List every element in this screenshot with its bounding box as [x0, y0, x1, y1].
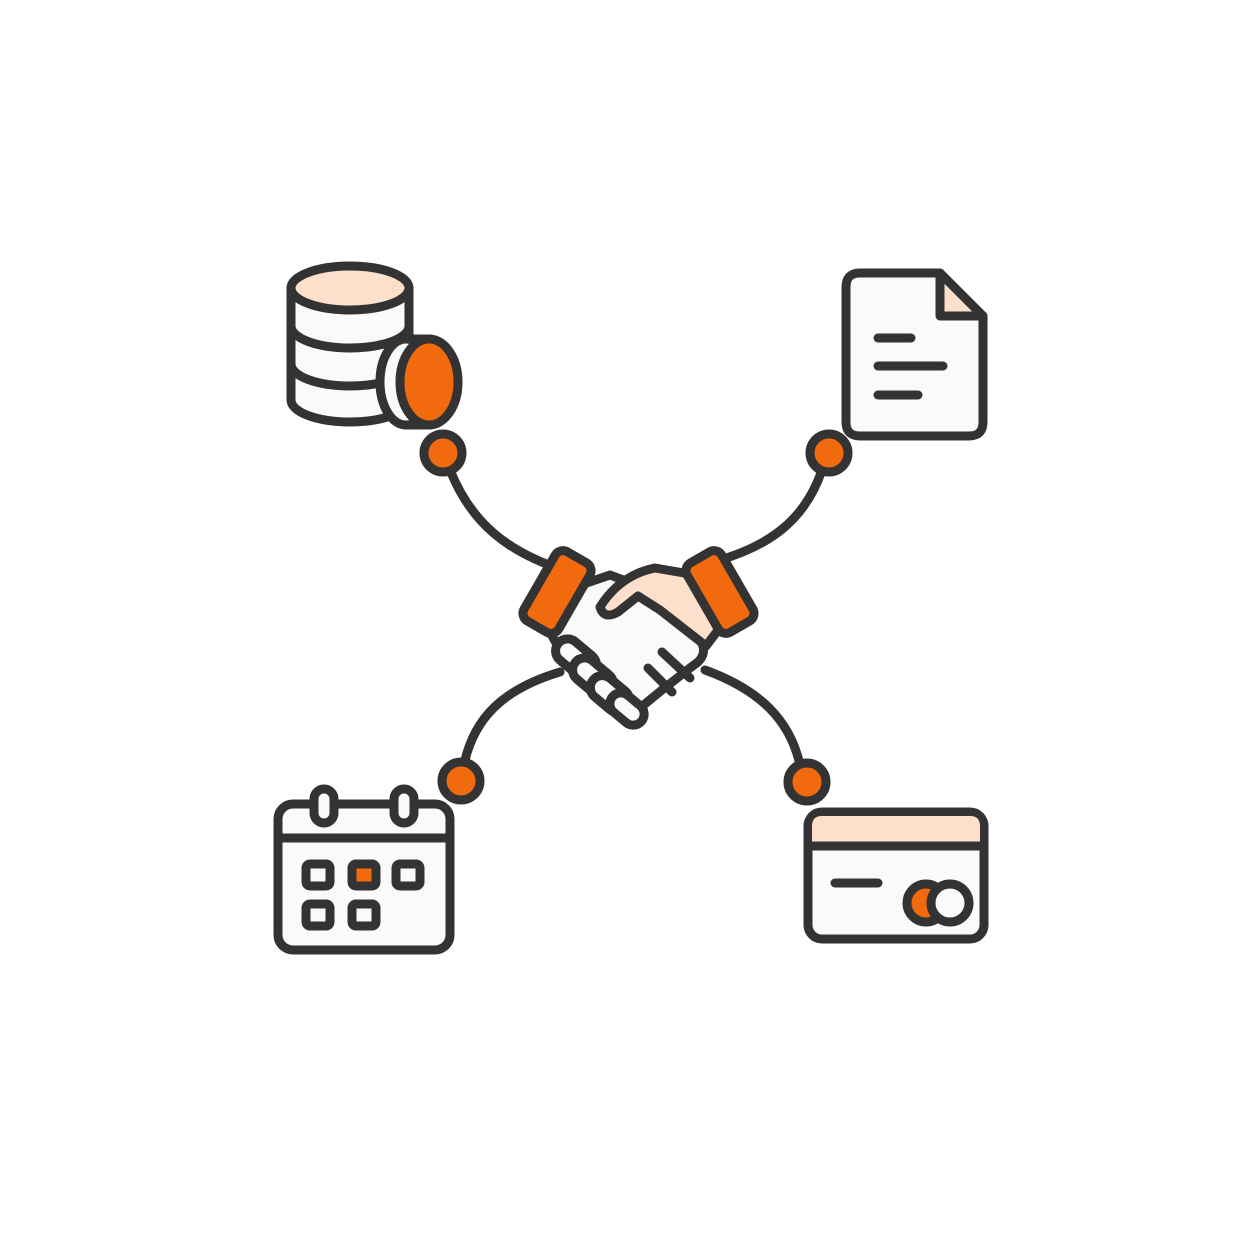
- credit-card-icon: [803, 807, 989, 944]
- connector-calendar: [460, 667, 565, 765]
- page-fold: [935, 268, 988, 321]
- coin-icon: [375, 334, 463, 430]
- cuff-right: [681, 546, 759, 638]
- node-database: [419, 429, 467, 477]
- database-coin-icon: [286, 261, 463, 430]
- binding-ring-right: [389, 784, 419, 828]
- calendar-icon: [273, 784, 455, 955]
- document-icon: [841, 268, 988, 441]
- card-logo-white: [926, 879, 974, 927]
- connector-nodes: [419, 429, 853, 806]
- highlighted-date: [347, 859, 381, 891]
- node-credit-card: [783, 758, 831, 806]
- cuff-left: [518, 546, 596, 638]
- connector-credit-card: [700, 665, 805, 770]
- node-calendar: [437, 757, 485, 805]
- handshake-icon: [518, 546, 759, 730]
- connector-document: [715, 465, 827, 565]
- binding-ring-left: [309, 784, 339, 828]
- node-document: [805, 429, 853, 477]
